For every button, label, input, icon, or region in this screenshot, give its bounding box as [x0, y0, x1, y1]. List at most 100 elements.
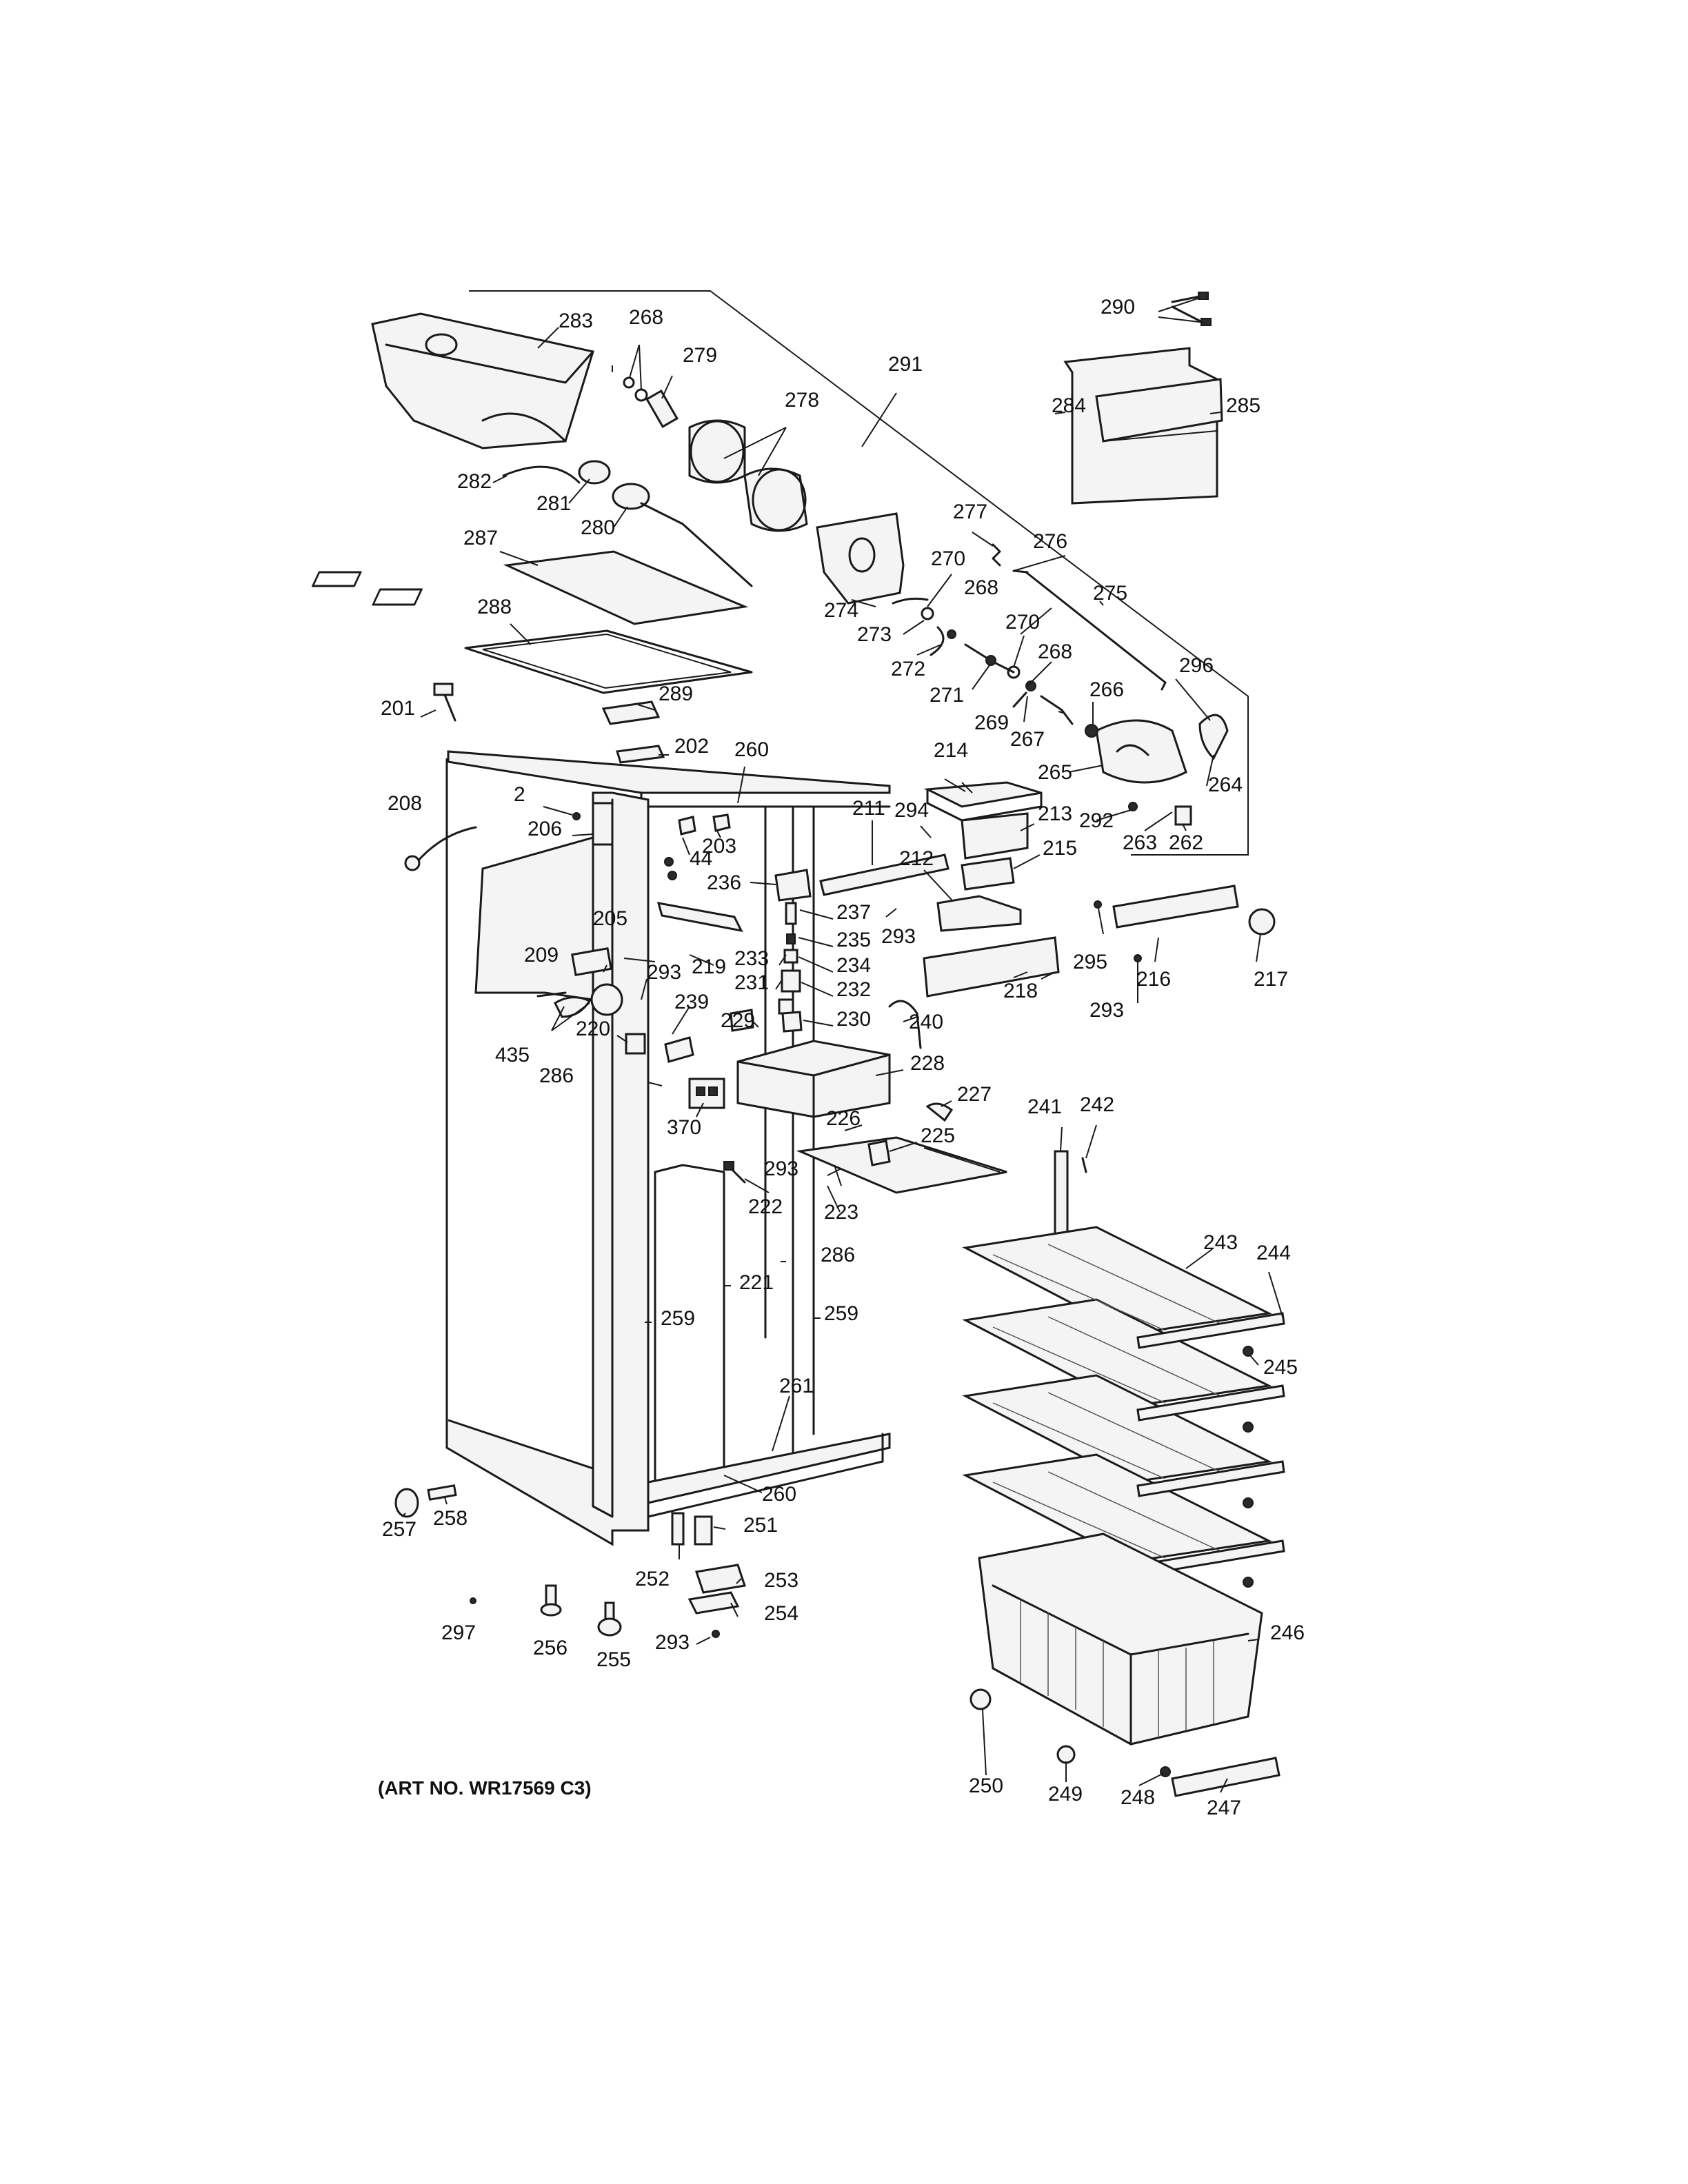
part-label-291: 291	[888, 353, 923, 376]
part-label-297: 297	[441, 1621, 476, 1644]
part-label-260-2: 260	[762, 1483, 796, 1506]
part-label-244: 244	[1256, 1242, 1291, 1264]
part-label-282: 282	[457, 470, 492, 493]
part-label-202: 202	[674, 735, 709, 758]
part-label-270-2: 270	[1005, 611, 1040, 634]
part-label-240: 240	[909, 1011, 943, 1033]
part-label-223: 223	[824, 1201, 858, 1224]
part-label-294: 294	[894, 799, 929, 822]
part-labels: 2442012022032052062082092112122132142152…	[381, 296, 1305, 1819]
part-label-215: 215	[1043, 837, 1077, 860]
part-label-284: 284	[1052, 394, 1086, 417]
part-label-203: 203	[702, 835, 736, 858]
part-label-260: 260	[734, 738, 769, 761]
part-label-237: 237	[836, 901, 871, 924]
part-label-246: 246	[1270, 1621, 1305, 1644]
part-label-252: 252	[635, 1568, 670, 1590]
part-label-247: 247	[1207, 1797, 1241, 1819]
part-label-264: 264	[1208, 774, 1243, 796]
shelf-stack	[962, 1150, 1285, 1797]
part-label-214: 214	[934, 739, 968, 762]
part-label-276: 276	[1033, 530, 1067, 553]
part-label-212: 212	[899, 847, 934, 870]
part-label-228: 228	[910, 1052, 945, 1075]
part-label-435: 435	[495, 1044, 530, 1066]
part-label-205: 205	[593, 907, 627, 930]
part-label-280: 280	[581, 516, 615, 539]
ice-maker-assembly	[311, 290, 1249, 856]
part-label-256: 256	[533, 1637, 567, 1659]
part-label-293-4: 293	[1089, 999, 1124, 1022]
part-label-233: 233	[734, 947, 769, 970]
part-label-278: 278	[785, 389, 819, 412]
part-label-229: 229	[721, 1009, 755, 1032]
part-label-249: 249	[1048, 1783, 1083, 1806]
part-label-245: 245	[1263, 1356, 1298, 1379]
part-label-267: 267	[1010, 728, 1045, 751]
part-label-2: 2	[514, 783, 525, 806]
part-label-261: 261	[779, 1375, 814, 1397]
part-label-241: 241	[1027, 1095, 1062, 1118]
part-label-277: 277	[953, 501, 987, 523]
part-label-242: 242	[1080, 1093, 1114, 1116]
part-label-44: 44	[690, 847, 712, 870]
part-label-274: 274	[824, 599, 858, 622]
part-label-268-3: 268	[1038, 640, 1072, 663]
part-label-283: 283	[559, 310, 593, 332]
dispenser-bracket	[1063, 292, 1223, 505]
part-label-257: 257	[382, 1518, 416, 1541]
part-label-285: 285	[1226, 394, 1260, 417]
part-label-286: 286	[539, 1064, 574, 1087]
part-label-272: 272	[891, 658, 925, 680]
part-label-273: 273	[857, 623, 892, 646]
part-label-296: 296	[1179, 654, 1214, 677]
part-label-227: 227	[957, 1083, 992, 1106]
part-label-275: 275	[1093, 582, 1127, 605]
part-label-288: 288	[477, 596, 512, 618]
part-label-293-3: 293	[764, 1157, 798, 1180]
part-label-232: 232	[836, 978, 871, 1001]
part-label-269: 269	[974, 711, 1009, 734]
part-label-243: 243	[1203, 1231, 1238, 1254]
part-label-295: 295	[1073, 951, 1107, 973]
part-label-266: 266	[1089, 678, 1124, 701]
part-label-254: 254	[764, 1602, 798, 1625]
part-label-225: 225	[921, 1124, 955, 1147]
part-label-234: 234	[836, 954, 871, 977]
part-label-268-2: 268	[964, 576, 998, 599]
part-label-262: 262	[1169, 831, 1203, 854]
bottom-hardware	[394, 1484, 746, 1638]
part-label-231: 231	[734, 971, 769, 994]
part-label-235: 235	[836, 929, 871, 951]
part-label-281: 281	[536, 492, 571, 515]
part-label-216: 216	[1136, 968, 1171, 991]
part-label-213: 213	[1038, 802, 1072, 825]
part-label-230: 230	[836, 1008, 871, 1031]
leader-lines	[401, 297, 1283, 1793]
part-label-220: 220	[576, 1018, 610, 1040]
part-label-251: 251	[743, 1514, 778, 1537]
freezer-cabinet	[404, 682, 891, 1546]
part-label-259-2: 259	[824, 1302, 858, 1325]
part-label-265: 265	[1038, 761, 1072, 784]
part-label-219: 219	[692, 956, 726, 978]
control-housing	[723, 781, 1276, 1194]
part-label-293: 293	[881, 925, 916, 948]
part-label-250: 250	[969, 1775, 1003, 1797]
part-label-221: 221	[739, 1271, 774, 1294]
part-label-271: 271	[930, 684, 964, 707]
part-label-293-5: 293	[655, 1631, 690, 1654]
part-label-259: 259	[661, 1307, 695, 1330]
part-label-222: 222	[748, 1195, 783, 1218]
part-label-292: 292	[1079, 809, 1114, 832]
part-label-268: 268	[629, 306, 663, 329]
part-label-253: 253	[764, 1569, 798, 1592]
part-label-370: 370	[667, 1116, 701, 1139]
part-label-239: 239	[674, 991, 709, 1013]
part-label-218: 218	[1003, 980, 1038, 1002]
part-label-217: 217	[1254, 968, 1288, 991]
part-label-279: 279	[683, 344, 717, 367]
part-label-248: 248	[1121, 1786, 1155, 1809]
part-label-206: 206	[528, 818, 562, 840]
